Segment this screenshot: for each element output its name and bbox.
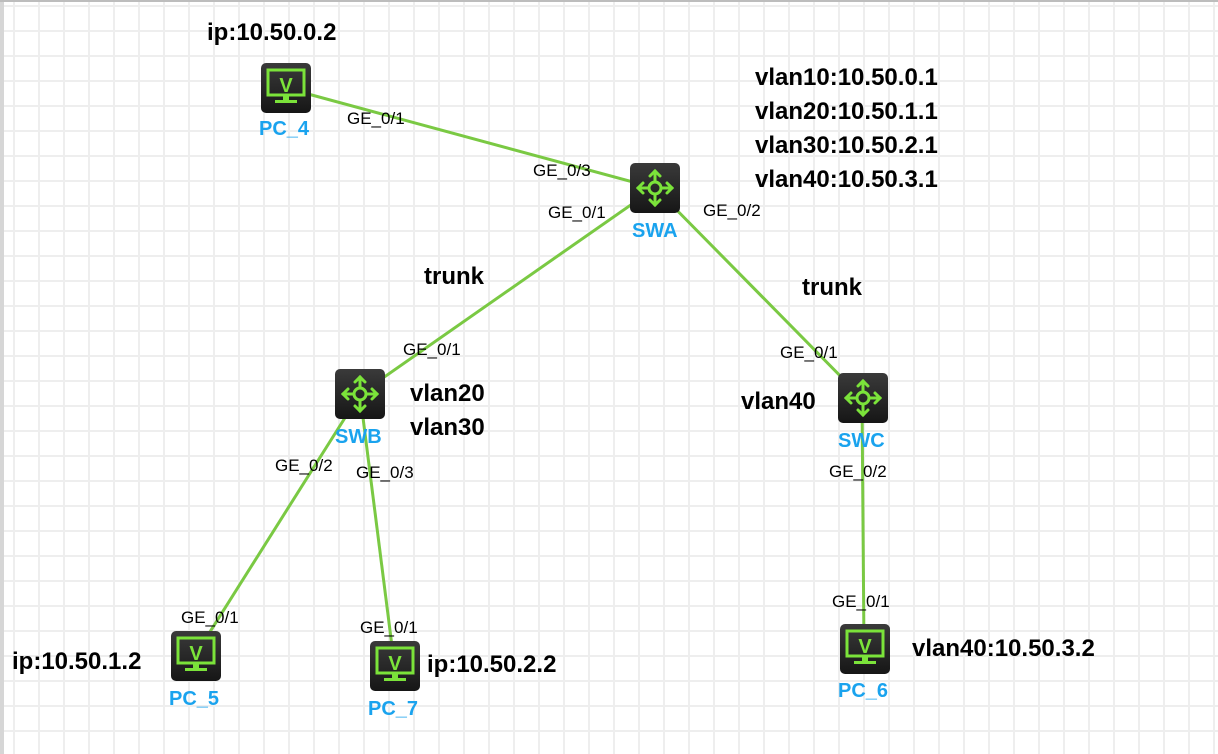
note-pc6-ip: vlan40:10.50.3.2 <box>912 635 1095 662</box>
port-label-swb-ge03: GE_0/3 <box>356 463 414 482</box>
note-swa-vlan20: vlan20:10.50.1.1 <box>755 98 938 125</box>
topology-canvas[interactable] <box>4 2 1218 754</box>
canvas-top-border <box>0 0 1218 2</box>
note-swb-vlan30: vlan30 <box>410 414 485 441</box>
node-swc[interactable] <box>838 373 888 423</box>
l3-switch-icon <box>340 374 380 414</box>
node-label-pc5: PC_5 <box>169 688 220 710</box>
node-pc7[interactable]: V <box>370 641 420 691</box>
link-swb-pc7[interactable] <box>358 393 396 663</box>
node-label-swa: SWA <box>632 220 678 242</box>
svg-text:V: V <box>189 643 203 665</box>
port-label-swa-ge03: GE_0/3 <box>533 161 591 180</box>
port-label-pc4-ge01: GE_0/1 <box>347 109 405 128</box>
node-pc5[interactable]: V <box>171 631 221 681</box>
svg-text:V: V <box>279 75 293 97</box>
node-swb[interactable] <box>335 369 385 419</box>
link-swc-pc6[interactable] <box>860 397 866 649</box>
note-trunk-left: trunk <box>424 263 484 290</box>
port-label-pc5-ge01: GE_0/1 <box>181 608 239 627</box>
pc-monitor-icon: V <box>266 68 306 103</box>
node-pc4[interactable]: V <box>261 63 311 113</box>
port-label-swa-ge01: GE_0/1 <box>548 203 606 222</box>
node-label-swb: SWB <box>335 426 382 448</box>
l3-switch-icon <box>635 168 675 208</box>
link-swb-pc5[interactable] <box>194 393 362 655</box>
note-swb-vlan20: vlan20 <box>410 380 485 407</box>
link-swa-swb[interactable] <box>359 186 656 396</box>
node-swa[interactable] <box>630 163 680 213</box>
port-label-swb-ge01: GE_0/1 <box>403 340 461 359</box>
port-label-swb-ge02: GE_0/2 <box>275 456 333 475</box>
pc-monitor-icon: V <box>375 646 415 681</box>
port-label-pc7-ge01: GE_0/1 <box>360 618 418 637</box>
note-swa-vlan40: vlan40:10.50.3.1 <box>755 166 938 193</box>
note-pc4-ip: ip:10.50.0.2 <box>207 19 337 46</box>
node-label-pc4: PC_4 <box>259 118 310 140</box>
note-swa-vlan30: vlan30:10.50.2.1 <box>755 132 938 159</box>
link-swa-swc[interactable] <box>653 186 864 400</box>
note-pc7-ip: ip:10.50.2.2 <box>427 651 557 678</box>
port-label-swa-ge02: GE_0/2 <box>703 201 761 220</box>
note-trunk-right: trunk <box>802 274 862 301</box>
port-label-swc-ge02: GE_0/2 <box>829 462 887 481</box>
port-label-swc-ge01: GE_0/1 <box>780 343 838 362</box>
pc-monitor-icon: V <box>845 629 885 664</box>
canvas-left-border <box>0 0 4 754</box>
svg-text:V: V <box>388 653 402 675</box>
note-pc5-ip: ip:10.50.1.2 <box>12 648 142 675</box>
svg-text:V: V <box>858 636 872 658</box>
node-label-pc6: PC_6 <box>838 680 889 702</box>
node-label-swc: SWC <box>838 430 885 452</box>
l3-switch-icon <box>843 378 883 418</box>
node-label-pc7: PC_7 <box>368 698 419 720</box>
pc-monitor-icon: V <box>176 636 216 671</box>
node-pc6[interactable]: V <box>840 624 890 674</box>
note-swc-vlan: vlan40 <box>741 388 816 415</box>
note-swa-vlan10: vlan10:10.50.0.1 <box>755 64 938 91</box>
link-pc4-swa[interactable] <box>285 86 656 190</box>
port-label-pc6-ge01: GE_0/1 <box>832 592 890 611</box>
